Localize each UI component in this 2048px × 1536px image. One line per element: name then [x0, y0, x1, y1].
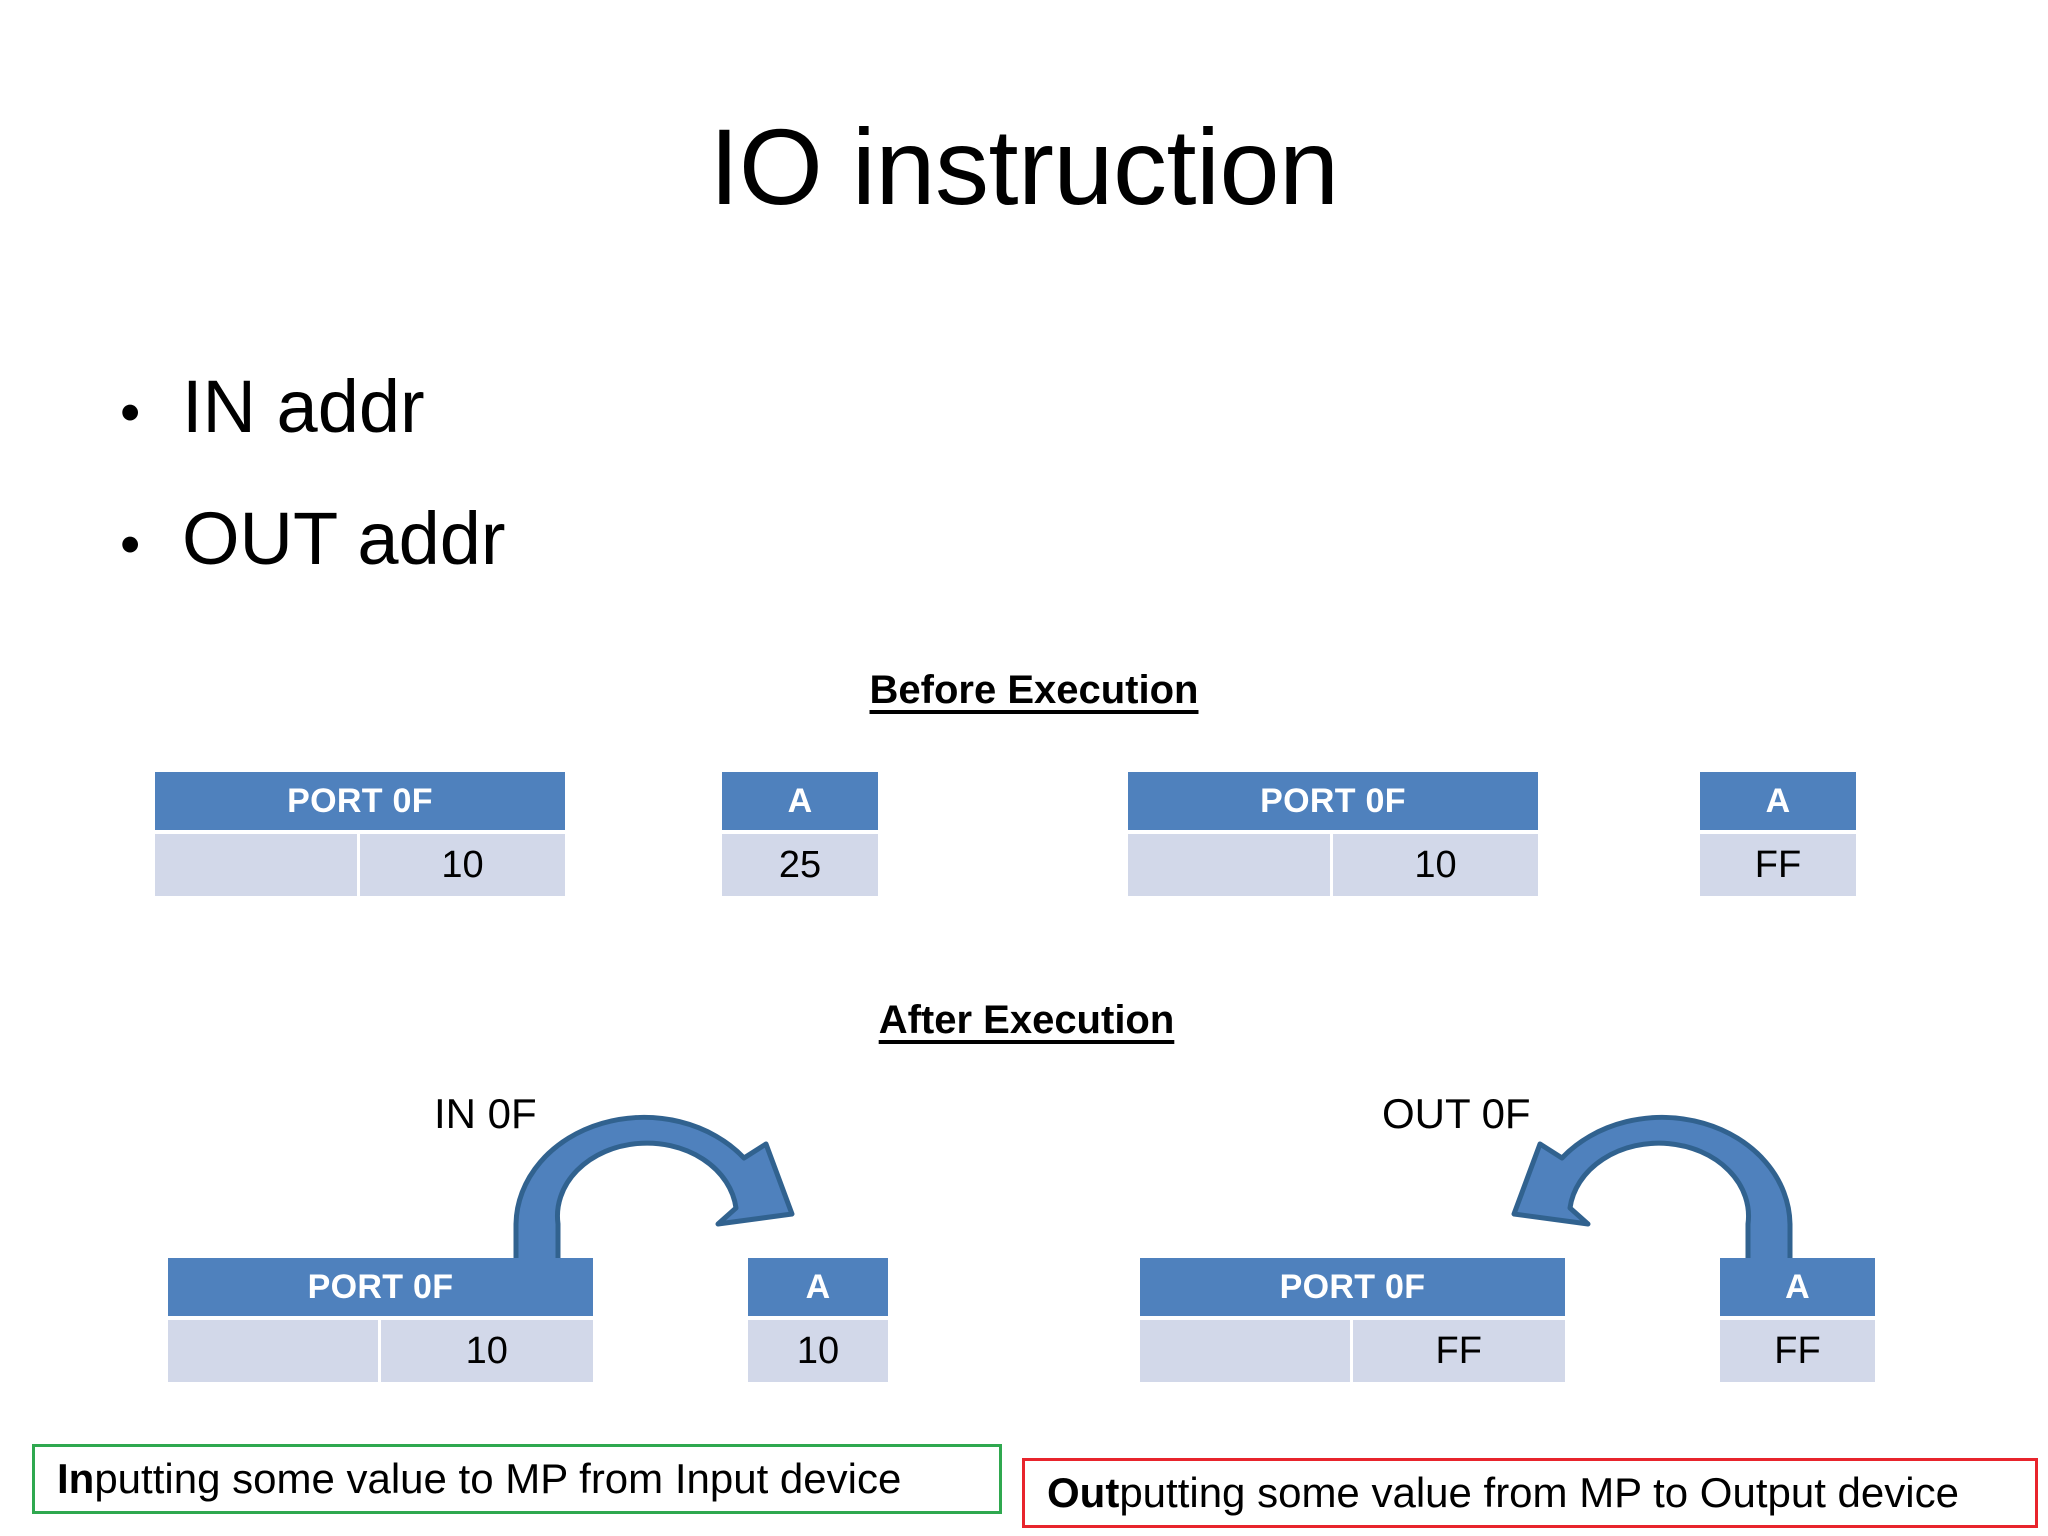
table-row: 10	[748, 1320, 888, 1382]
port-cell-value: 10	[360, 834, 565, 896]
table-row: 10	[155, 834, 565, 896]
bullet-point-icon: •	[120, 380, 141, 445]
bullet-point-icon: •	[120, 512, 141, 577]
accumulator-cell-value: FF	[1700, 834, 1856, 896]
table-row: FF	[1700, 834, 1856, 896]
accumulator-table-before-in: A 25	[722, 772, 878, 896]
caption-input-prefix: In	[57, 1455, 95, 1502]
accumulator-cell-value: 25	[722, 834, 878, 896]
caption-input-rest: putting some value to MP from Input devi…	[94, 1455, 902, 1502]
list-item: • IN addr	[120, 370, 1020, 502]
table-row: FF	[1720, 1320, 1875, 1382]
port-table-header: PORT 0F	[168, 1258, 593, 1316]
port-cell-value: FF	[1352, 1320, 1565, 1382]
list-item: • OUT addr	[120, 502, 1020, 634]
table-row: 10	[1128, 834, 1538, 896]
port-cell-value: 10	[380, 1320, 593, 1382]
table-row: FF	[1140, 1320, 1565, 1382]
accumulator-table-after-out: A FF	[1720, 1258, 1875, 1382]
instruction-label-out: OUT 0F	[1382, 1090, 1531, 1137]
port-table-after-in: PORT 0F 10	[168, 1258, 593, 1382]
caption-output-rest: putting some value from MP to Output dev…	[1119, 1469, 1959, 1516]
section-heading-before-execution: Before Execution	[869, 668, 1199, 712]
table-row: 10	[168, 1320, 593, 1382]
accumulator-table-after-in: A 10	[748, 1258, 888, 1382]
port-table-header: PORT 0F	[1128, 772, 1538, 830]
accumulator-table-before-out: A FF	[1700, 772, 1856, 896]
accumulator-table-header: A	[1720, 1258, 1875, 1316]
page-title: IO instruction	[709, 106, 1339, 227]
accumulator-cell-value: FF	[1720, 1320, 1875, 1382]
port-table-header: PORT 0F	[155, 772, 565, 830]
curved-arrow-right-icon	[513, 1114, 795, 1265]
bullet-label-out-addr: OUT addr	[182, 497, 506, 580]
bullet-label-in-addr: IN addr	[182, 365, 425, 448]
accumulator-table-header: A	[722, 772, 878, 830]
port-cell-left	[1128, 834, 1333, 896]
instruction-label-in: IN 0F	[434, 1090, 537, 1137]
caption-output-prefix: Out	[1047, 1469, 1120, 1516]
accumulator-table-header: A	[1700, 772, 1856, 830]
port-cell-value: 10	[1333, 834, 1538, 896]
section-heading-after-execution: After Execution	[878, 998, 1175, 1042]
table-row: 25	[722, 834, 878, 896]
port-table-before-in: PORT 0F 10	[155, 772, 565, 896]
port-cell-left	[155, 834, 360, 896]
accumulator-cell-value: 10	[748, 1320, 888, 1382]
port-table-after-out: PORT 0F FF	[1140, 1258, 1565, 1382]
bullet-list: • IN addr • OUT addr	[120, 370, 1020, 634]
port-table-header: PORT 0F	[1140, 1258, 1565, 1316]
accumulator-table-header: A	[748, 1258, 888, 1316]
curved-arrow-left-icon	[1511, 1114, 1793, 1265]
port-cell-left	[1140, 1320, 1353, 1382]
port-cell-left	[168, 1320, 381, 1382]
port-table-before-out: PORT 0F 10	[1128, 772, 1538, 896]
